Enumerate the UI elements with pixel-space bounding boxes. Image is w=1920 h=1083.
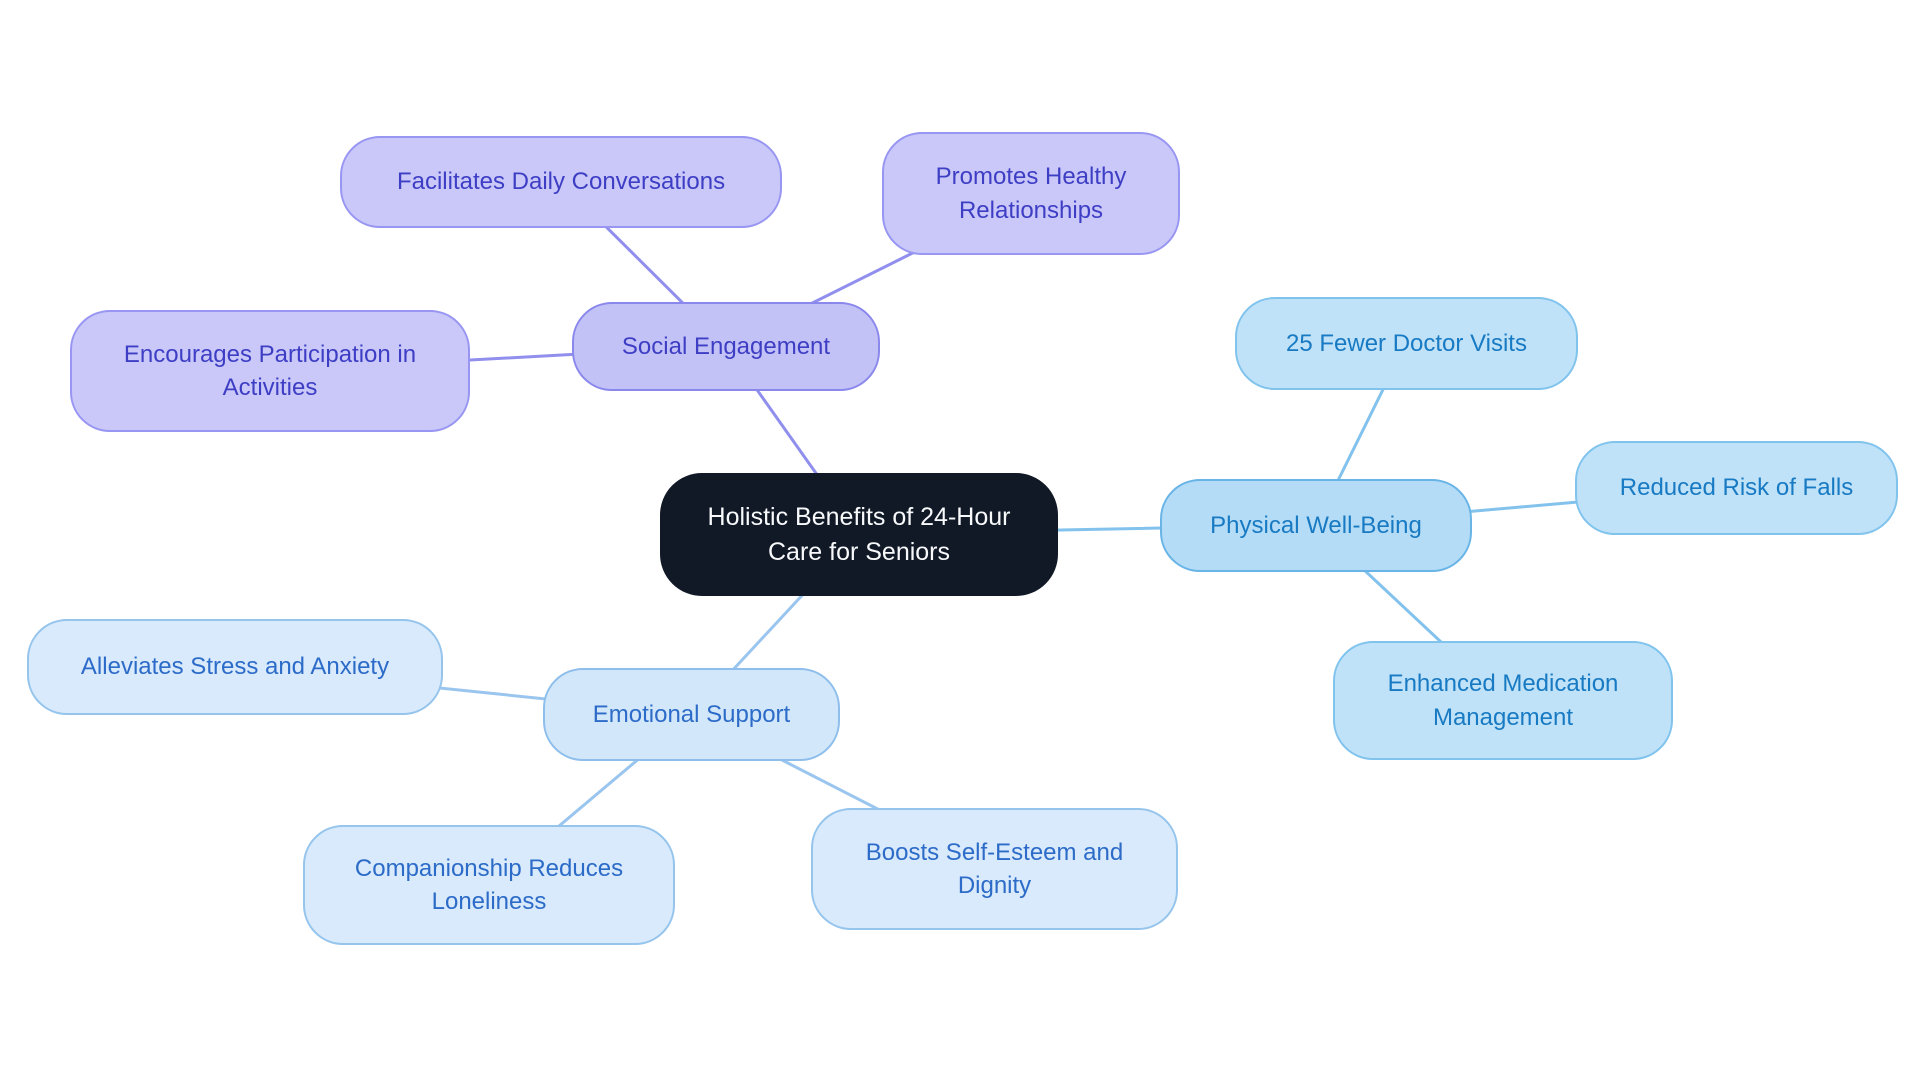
- child-node-facilitates-daily-conversations[interactable]: Facilitates Daily Conversations: [340, 136, 782, 228]
- child-node-label: Promotes Healthy Relationships: [935, 163, 1127, 224]
- child-node-label: Enhanced Medication Management: [1387, 670, 1619, 731]
- branch-node-emotional-support[interactable]: Emotional Support: [543, 668, 840, 761]
- child-node-label: Reduced Risk of Falls: [1619, 474, 1854, 502]
- branch-node-label: Emotional Support: [592, 700, 791, 728]
- root-node[interactable]: Holistic Benefits of 24-Hour Care for Se…: [660, 473, 1058, 596]
- child-node-label: Companionship Reduces Loneliness: [354, 854, 624, 915]
- child-node-encourages-participation[interactable]: Encourages Participation in Activities: [70, 310, 470, 432]
- child-node-label: Encourages Participation in Activities: [123, 340, 417, 401]
- root-node-label: Holistic Benefits of 24-Hour Care for Se…: [707, 503, 1011, 566]
- child-node-label: 25 Fewer Doctor Visits: [1286, 329, 1527, 357]
- child-node-label: Boosts Self-Esteem and Dignity: [865, 838, 1124, 899]
- child-node-companionship-reduces-loneliness[interactable]: Companionship Reduces Loneliness: [303, 825, 675, 945]
- child-node-boosts-self-esteem-dignity[interactable]: Boosts Self-Esteem and Dignity: [811, 808, 1178, 930]
- branch-node-physical-well-being[interactable]: Physical Well-Being: [1160, 479, 1472, 572]
- child-node-label: Facilitates Daily Conversations: [396, 168, 726, 196]
- child-node-reduced-risk-of-falls[interactable]: Reduced Risk of Falls: [1575, 441, 1898, 535]
- child-node-label: Alleviates Stress and Anxiety: [80, 653, 390, 681]
- child-node-alleviates-stress-anxiety[interactable]: Alleviates Stress and Anxiety: [27, 619, 443, 715]
- child-node-enhanced-medication-management[interactable]: Enhanced Medication Management: [1333, 641, 1673, 760]
- child-node-promotes-healthy-relationships[interactable]: Promotes Healthy Relationships: [882, 132, 1180, 255]
- branch-node-label: Physical Well-Being: [1210, 511, 1422, 539]
- child-node-fewer-doctor-visits[interactable]: 25 Fewer Doctor Visits: [1235, 297, 1578, 390]
- branch-node-social-engagement[interactable]: Social Engagement: [572, 302, 880, 391]
- branch-node-label: Social Engagement: [621, 332, 831, 360]
